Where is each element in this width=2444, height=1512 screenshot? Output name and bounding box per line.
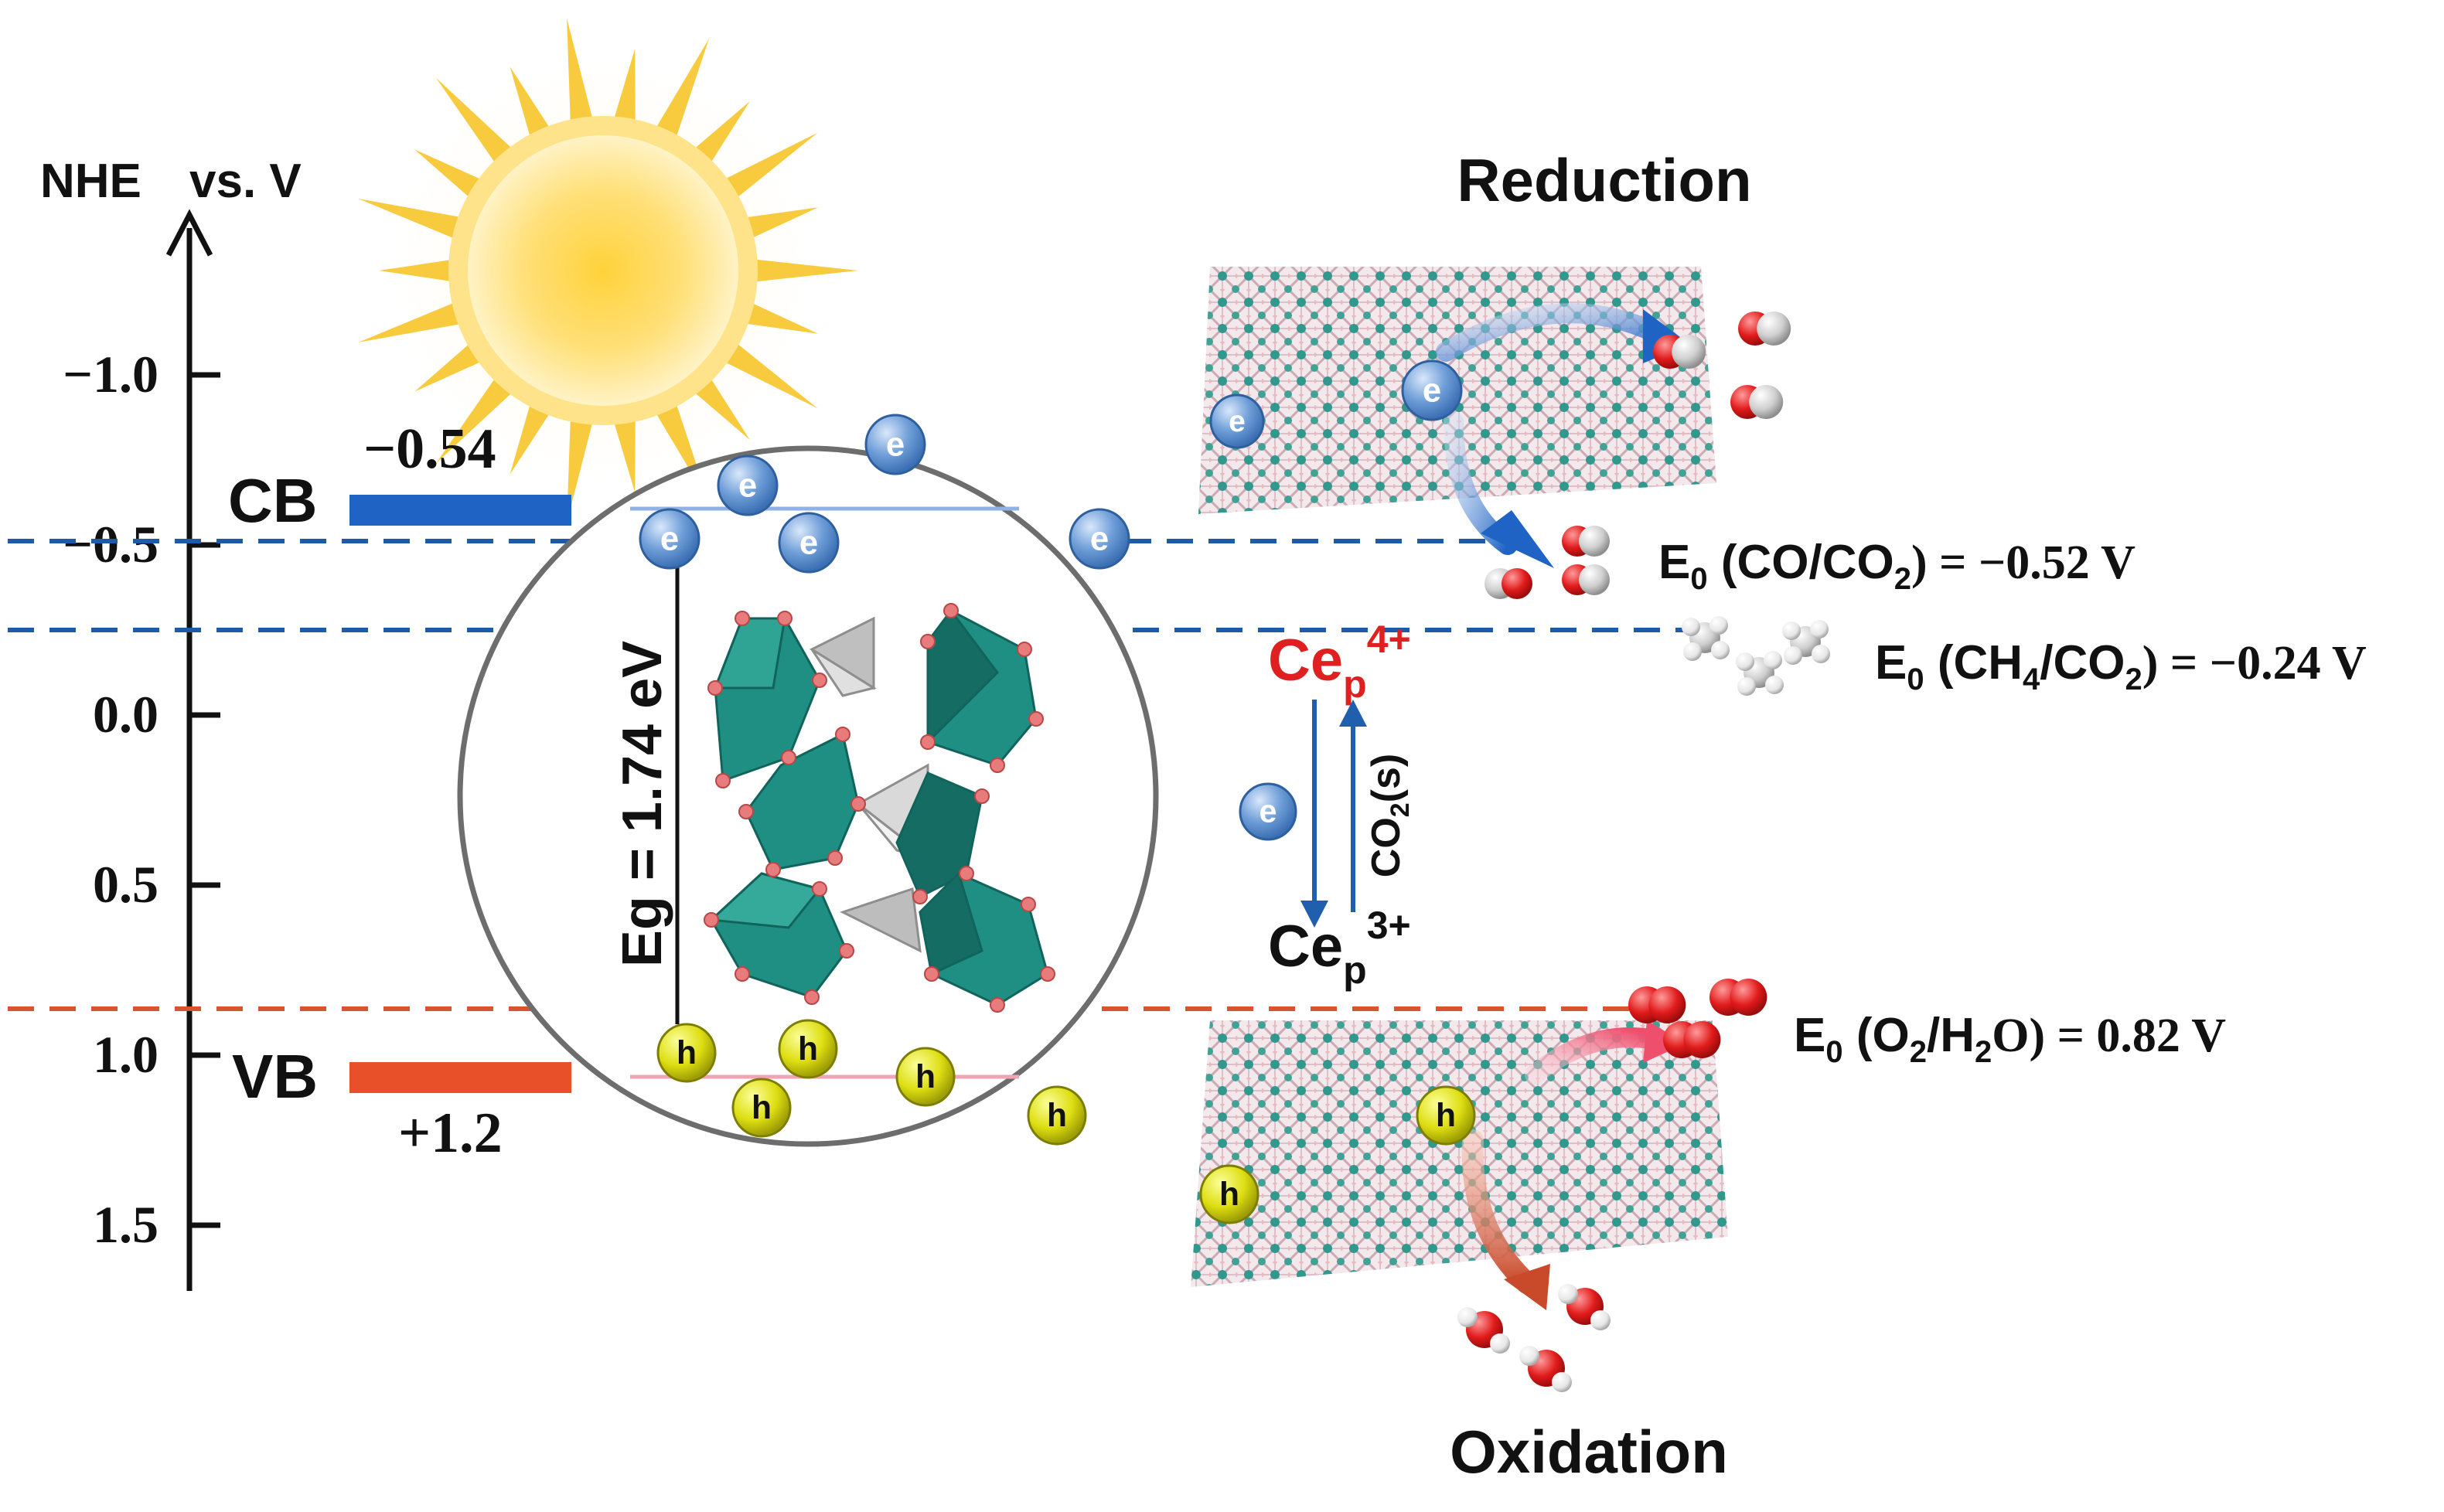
svg-text:h: h: [1436, 1097, 1456, 1134]
svg-text:e: e: [738, 466, 757, 504]
svg-text:e: e: [1090, 519, 1109, 557]
ce-oxidation-arrowhead: [1339, 700, 1367, 727]
oxidation-slab: [1191, 1020, 1728, 1287]
axis-ticks: −1.0 −0.5 0.0 0.5 1.0 1.5: [63, 345, 220, 1254]
svg-text:e: e: [660, 519, 679, 557]
tick-label: 1.0: [93, 1025, 159, 1084]
tick-label: −0.5: [63, 515, 159, 574]
svg-text:e: e: [799, 523, 818, 561]
oxidation-title: Oxidation: [1450, 1418, 1728, 1486]
hole-icon: h: [778, 1019, 838, 1079]
tick-label: −1.0: [63, 345, 159, 404]
e0-o2-h2o: E0 (O2/H2O) = 0.82 V: [1794, 1009, 2226, 1069]
hole-icon: h: [1416, 1085, 1476, 1146]
hole-icon: h: [1027, 1085, 1087, 1146]
oxidation-arrow-head-down: [1504, 1264, 1550, 1310]
svg-text:h: h: [915, 1058, 936, 1095]
co-molecules: [1484, 312, 1830, 696]
reduction-arrow-head-down: [1481, 510, 1554, 568]
oxygen-atoms: [704, 603, 1055, 1013]
electron-icon: e: [1069, 508, 1130, 570]
vb-label: VB: [232, 1042, 318, 1111]
electron-icon: e: [1209, 393, 1265, 449]
svg-text:h: h: [1219, 1176, 1239, 1213]
cb-label: CB: [228, 466, 318, 535]
hole-icon: h: [1199, 1164, 1259, 1224]
ce-reduction-arrowhead: [1300, 901, 1328, 928]
electron-icon: e: [639, 508, 700, 570]
ce3-label: Cep3+: [1268, 904, 1411, 992]
bandgap-label: Eg = 1.74 eV: [612, 641, 673, 967]
svg-text:h: h: [752, 1089, 772, 1126]
e0-ch4-co2: E0 (CH4/CO2) = −0.24 V: [1875, 636, 2367, 696]
hole-icon: h: [656, 1023, 717, 1083]
hole-icon: h: [895, 1047, 956, 1107]
potential-axis: [165, 209, 213, 1291]
reduction-swoosh-top: [1436, 303, 1665, 362]
electron-icon: e: [1239, 782, 1297, 841]
svg-text:h: h: [798, 1030, 818, 1068]
svg-text:e: e: [886, 425, 905, 463]
reduction-title: Reduction: [1457, 146, 1751, 214]
axis-title-vs: vs. V: [189, 155, 302, 208]
cb-bar: [349, 495, 571, 526]
svg-text:h: h: [677, 1034, 697, 1071]
tick-label: 1.5: [93, 1195, 159, 1254]
vb-bar: [349, 1062, 571, 1093]
electron-icon: e: [864, 414, 926, 475]
svg-text:e: e: [1423, 371, 1441, 409]
svg-text:e: e: [1229, 405, 1246, 438]
svg-text:h: h: [1047, 1097, 1067, 1134]
cb-value: −0.54: [363, 417, 496, 481]
svg-text:e: e: [1259, 794, 1277, 829]
ce4-label: Cep4+: [1268, 618, 1411, 706]
hole-icon: h: [731, 1078, 792, 1138]
oxidation-swoosh-up: [1525, 1027, 1665, 1085]
sun-icon: [358, 18, 858, 523]
electron-icon: e: [778, 512, 840, 574]
tick-label: 0.0: [93, 685, 159, 744]
e0-co-co2: E0 (CO/CO2) = −0.52 V: [1658, 536, 2136, 596]
co2-s-label: CO2(s): [1364, 754, 1415, 877]
electron-icon: e: [717, 455, 779, 516]
axis-title-nhe: NHE: [40, 155, 141, 208]
oxidation-swoosh-down: [1461, 1129, 1538, 1294]
tick-label: 0.5: [93, 855, 159, 914]
electron-icon: e: [1401, 359, 1463, 421]
vb-value: +1.2: [398, 1102, 503, 1165]
o2-h2o-molecules: [1457, 979, 1767, 1392]
